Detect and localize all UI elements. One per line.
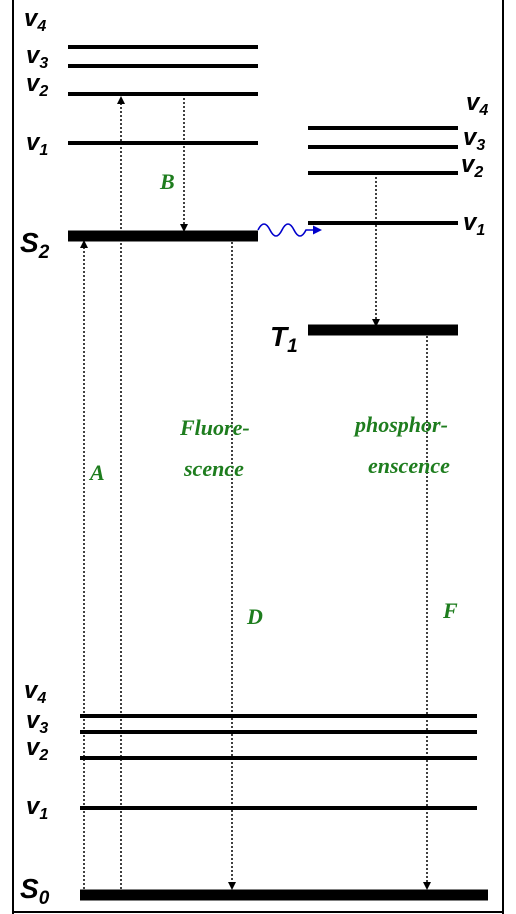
- s0-v2-label: v2: [26, 734, 48, 764]
- t1-v3-label: v3: [463, 124, 485, 154]
- phosphorescence-label-line1: phosphor-: [353, 412, 448, 437]
- s2-state-label: S2: [20, 227, 50, 263]
- label-d: D: [246, 604, 263, 629]
- label-b: B: [159, 169, 175, 194]
- s0-v4-label: v4: [24, 677, 46, 707]
- s2-v3-label: v3: [26, 42, 48, 72]
- intersystem-crossing-wavy-arrow: [257, 223, 322, 237]
- s2-v4-label: v4: [24, 5, 46, 35]
- t1-state-label: T1: [270, 321, 298, 357]
- t1-v2-label: v2: [461, 151, 483, 181]
- s0-state-label: S0: [20, 873, 50, 909]
- t1-v4-label: v4: [466, 89, 488, 119]
- t1-v1-label: v1: [463, 209, 485, 239]
- s0-v3-label: v3: [26, 707, 48, 737]
- s2-v1-label: v1: [26, 129, 48, 159]
- s2-v2-label: v2: [26, 70, 48, 100]
- s0-v1-label: v1: [26, 793, 48, 823]
- label-a: A: [88, 460, 105, 485]
- fluorescence-label-line1: Fluore-: [179, 415, 250, 440]
- phosphorescence-label-line2: enscence: [368, 453, 450, 478]
- fluorescence-label-line2: scence: [183, 456, 244, 481]
- label-f: F: [442, 598, 458, 623]
